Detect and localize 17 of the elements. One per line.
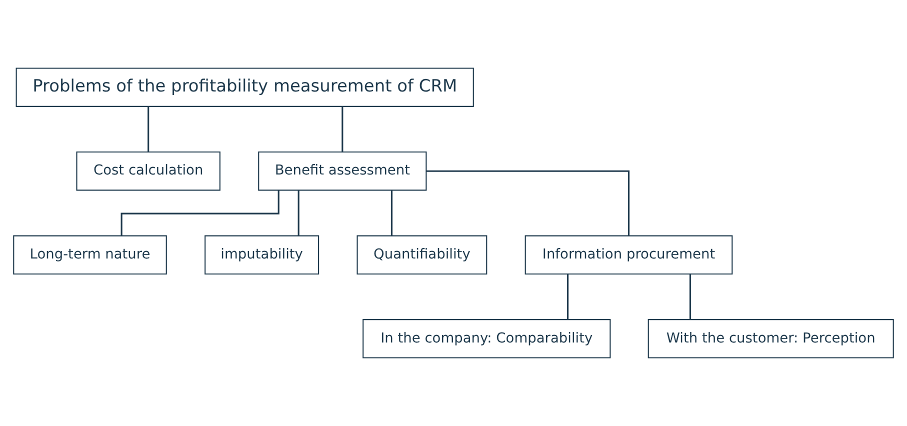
connector bbox=[426, 170, 630, 236]
connector bbox=[689, 274, 692, 320]
node-box: Problems of the profitability measurement of CRM bbox=[16, 68, 474, 107]
node-box: With the customer: Perception bbox=[648, 319, 894, 358]
node-box: In the company: Comparability bbox=[362, 319, 611, 358]
node-box: Quantifiability bbox=[356, 235, 488, 274]
node-box: Cost calculation bbox=[76, 152, 220, 191]
node-box: Long-term nature bbox=[13, 235, 167, 274]
node-box: Information procurement bbox=[524, 235, 733, 274]
connector bbox=[148, 106, 150, 152]
connector bbox=[390, 190, 393, 236]
connector bbox=[342, 106, 344, 152]
connector bbox=[566, 274, 569, 320]
connector bbox=[298, 190, 300, 236]
node-box: imputability bbox=[204, 235, 320, 274]
node-box: Benefit assessment bbox=[258, 152, 427, 191]
connector bbox=[120, 190, 280, 236]
